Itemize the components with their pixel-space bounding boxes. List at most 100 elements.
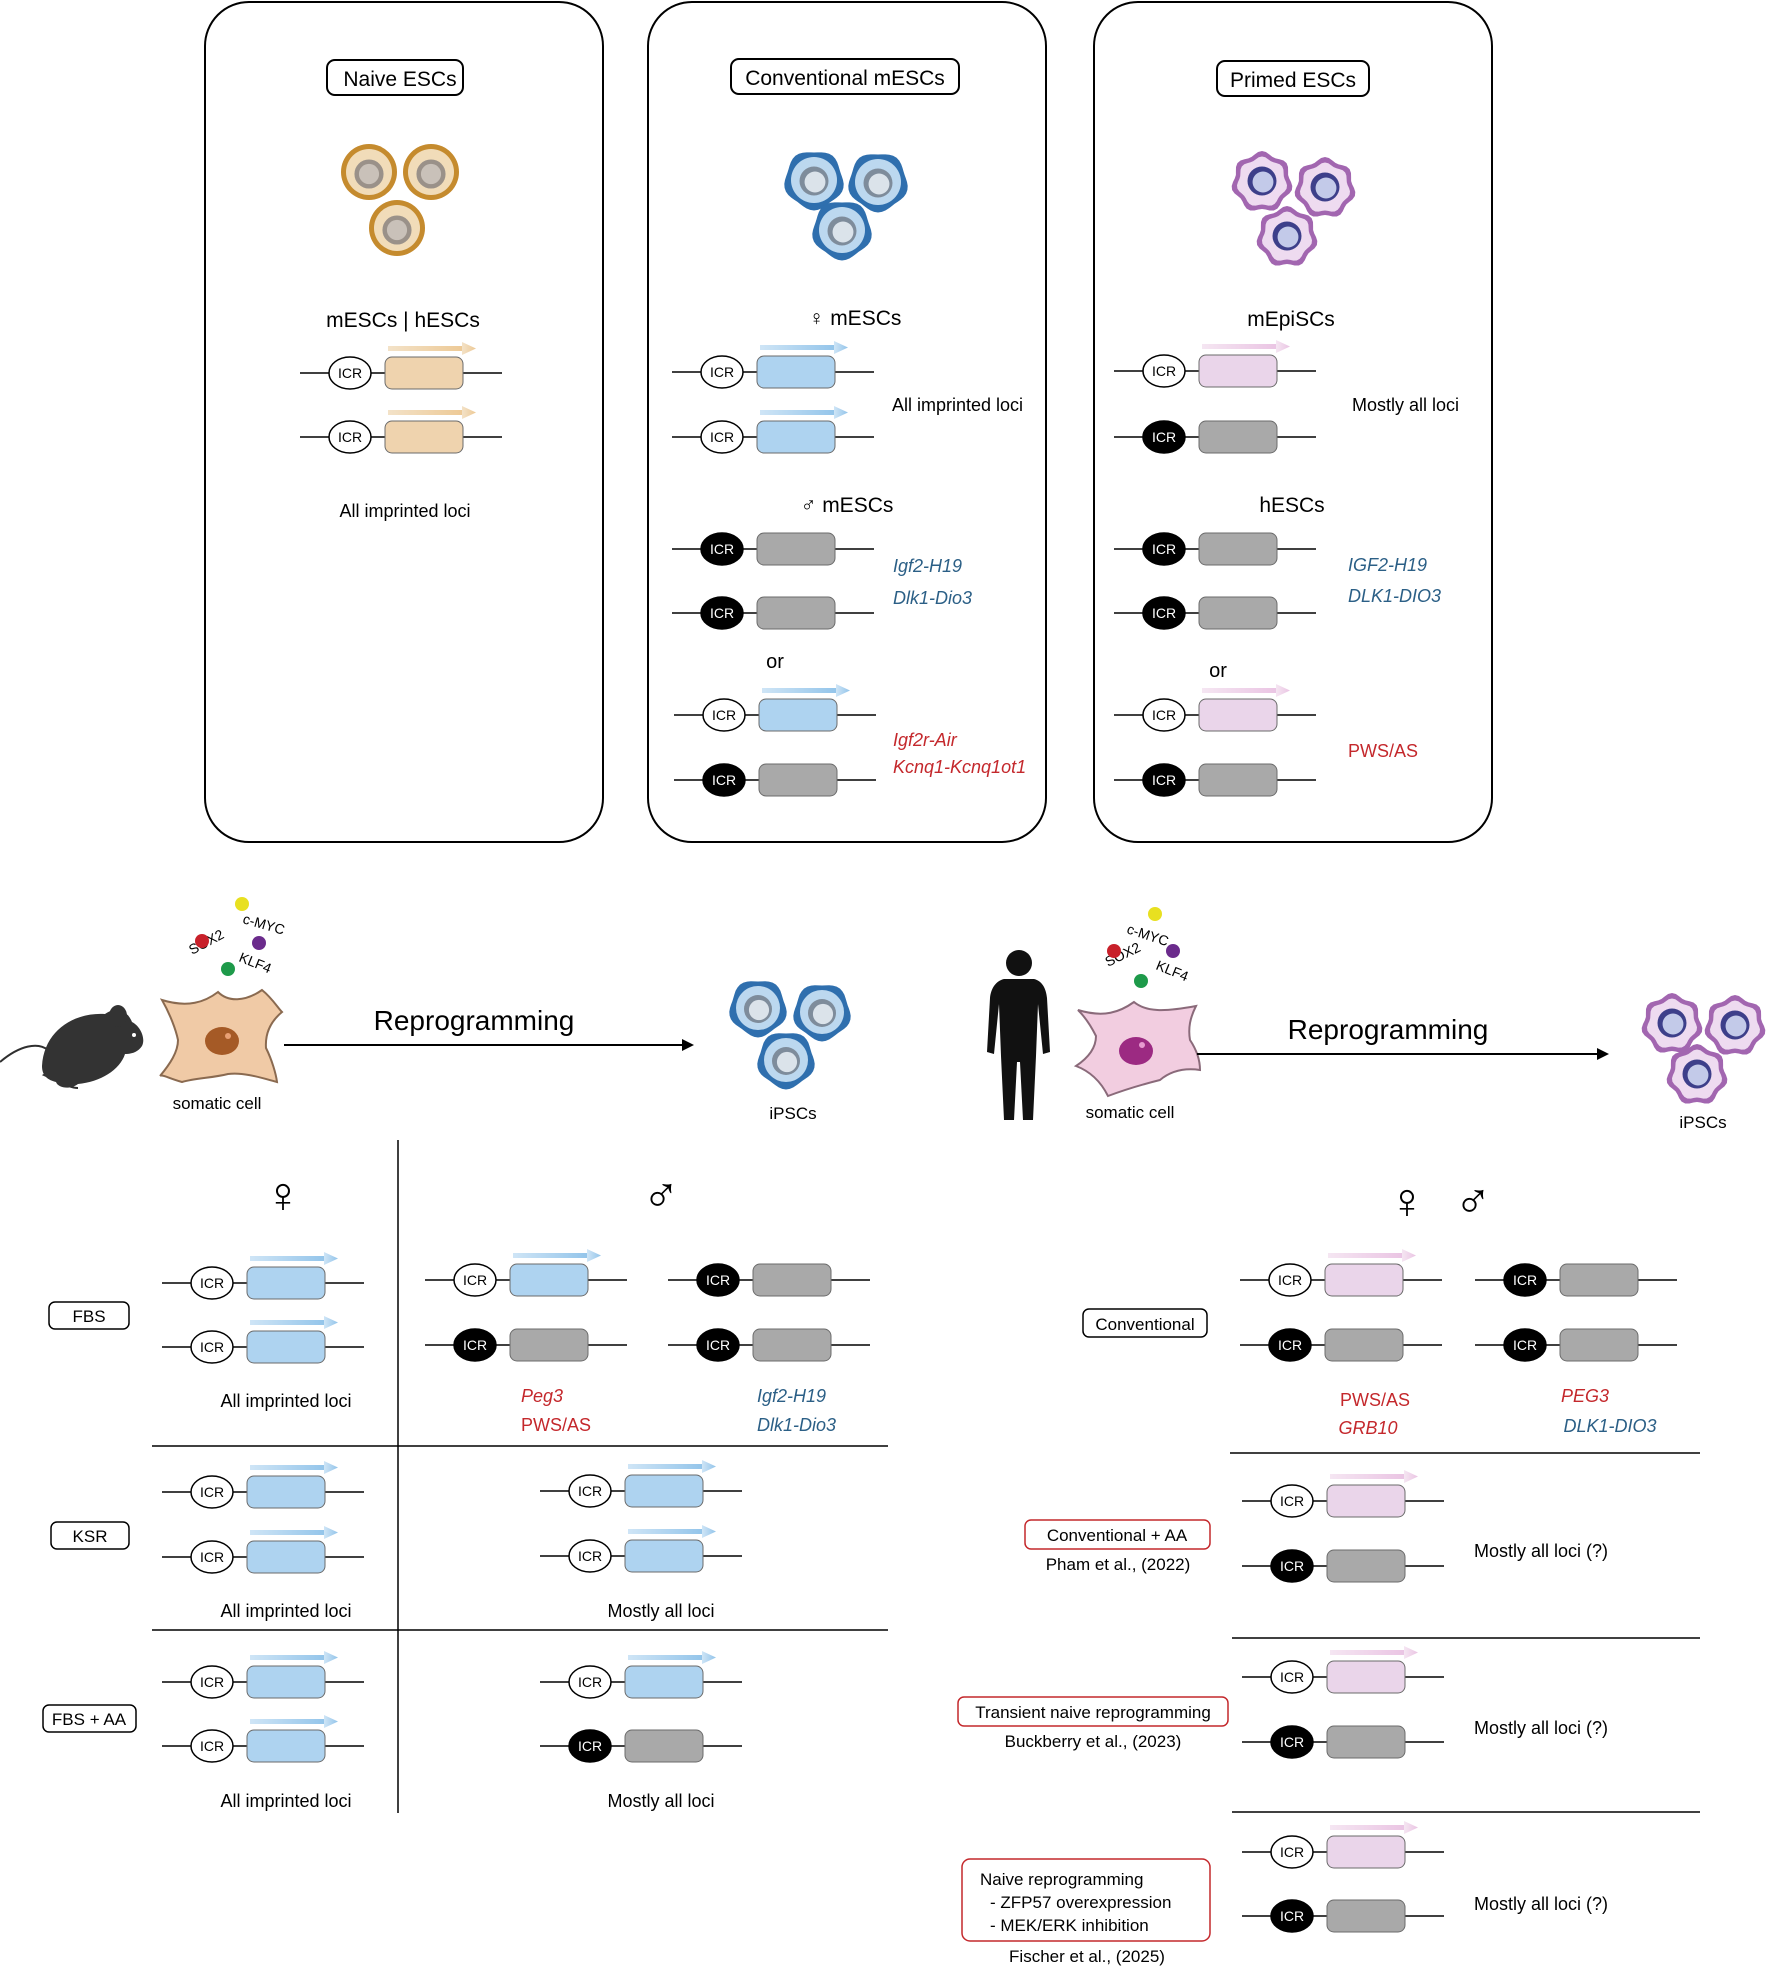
silenced-gene bbox=[756, 596, 836, 630]
expression-arrow bbox=[1202, 340, 1290, 353]
imprinted-locus: ICR bbox=[162, 1651, 364, 1699]
loci-note: Mostly all loci (?) bbox=[1474, 1718, 1608, 1738]
icr-unmethylated: ICR bbox=[568, 1665, 612, 1699]
locus-label: GRB10 bbox=[1338, 1418, 1397, 1438]
icr-label: ICR bbox=[200, 1549, 224, 1565]
expressed-gene bbox=[384, 356, 464, 390]
expressed-gene bbox=[246, 1665, 326, 1699]
loci-note: All imprinted loci bbox=[220, 1601, 351, 1621]
silenced-gene bbox=[752, 1328, 832, 1362]
human-reprogramming: c-MYC SOX2 KLF4 somatic cell Reprogrammi… bbox=[987, 907, 1766, 1132]
icr-unmethylated: ICR bbox=[190, 1475, 234, 1509]
panel-note: Mostly all loci bbox=[1352, 395, 1459, 415]
expressed-gene bbox=[1324, 1263, 1404, 1297]
panel-title-box bbox=[326, 59, 464, 96]
somatic-cell-human bbox=[1073, 1000, 1202, 1098]
icr-label: ICR bbox=[1513, 1272, 1537, 1288]
expressed-gene bbox=[624, 1474, 704, 1508]
imprinted-locus: ICR bbox=[162, 1715, 364, 1763]
panel-conventional: Conventional mESCs ♀ mESCs All imprinted… bbox=[647, 1, 1047, 843]
imprinted-locus: ICR bbox=[1240, 1249, 1442, 1297]
locus-schematics: ICR ICR ICR ICR ICR ICR ICR ICR ICR ICR ICR ICR ICR I… bbox=[162, 340, 1677, 1933]
expressed-gene bbox=[624, 1539, 704, 1573]
expression-arrow bbox=[250, 1316, 338, 1329]
expressed-gene bbox=[384, 420, 464, 454]
reprogramming-label: Reprogramming bbox=[1288, 1014, 1489, 1045]
icr-methylated: ICR bbox=[1142, 420, 1186, 454]
expression-arrow bbox=[1330, 1821, 1418, 1834]
or-label: or bbox=[766, 651, 784, 673]
icr-label: ICR bbox=[578, 1738, 602, 1754]
expression-arrow bbox=[513, 1249, 601, 1262]
mouse-reprogramming: c-MYC SOX2 KLF4 somatic cell Reprogrammi… bbox=[0, 897, 851, 1123]
silenced-gene bbox=[1324, 1328, 1404, 1362]
expression-arrow bbox=[250, 1526, 338, 1539]
icr-label: ICR bbox=[578, 1483, 602, 1499]
imprinted-locus: ICR bbox=[674, 763, 876, 797]
locus-label: Igf2-H19 bbox=[757, 1386, 826, 1406]
icr-unmethylated: ICR bbox=[328, 356, 372, 390]
imprinted-locus: ICR bbox=[162, 1526, 364, 1574]
icr-label: ICR bbox=[463, 1272, 487, 1288]
icr-label: ICR bbox=[1280, 1908, 1304, 1924]
icr-unmethylated: ICR bbox=[190, 1729, 234, 1763]
mouse-table: ♀ ♂ FBS KSR FBS + AA All imprinted loci … bbox=[42, 1140, 888, 1813]
male-symbol: ♂ bbox=[642, 1167, 680, 1223]
or-label: or bbox=[1209, 660, 1227, 682]
factor-dot bbox=[1166, 944, 1180, 958]
locus-label: Dlk1-Dio3 bbox=[893, 588, 972, 608]
female-symbol: ♀ bbox=[264, 1167, 302, 1223]
expression-arrow bbox=[250, 1715, 338, 1728]
imprinted-locus: ICR bbox=[1242, 1899, 1444, 1933]
factor-dot bbox=[235, 897, 249, 911]
condition-box bbox=[1082, 1308, 1208, 1338]
conventional-cell-cluster bbox=[784, 152, 908, 261]
expressed-gene bbox=[756, 420, 836, 454]
imprinted-locus: ICR bbox=[1475, 1328, 1677, 1362]
condition-label: Transient naive reprogramming bbox=[975, 1703, 1211, 1722]
icr-label: ICR bbox=[1152, 541, 1176, 557]
expression-arrow bbox=[628, 1460, 716, 1473]
icr-unmethylated: ICR bbox=[190, 1330, 234, 1364]
cell bbox=[1256, 206, 1318, 266]
panel-title: Primed ESCs bbox=[1230, 69, 1356, 92]
locus-label: Igf2-H19 bbox=[893, 556, 962, 576]
imprinted-locus: ICR bbox=[300, 342, 502, 390]
icr-label: ICR bbox=[710, 605, 734, 621]
icr-label: ICR bbox=[200, 1674, 224, 1690]
female-symbol: ♀ bbox=[1388, 1173, 1426, 1229]
icr-label: ICR bbox=[200, 1339, 224, 1355]
silenced-gene bbox=[624, 1729, 704, 1763]
factor-dot bbox=[195, 934, 209, 948]
expression-arrow bbox=[1330, 1646, 1418, 1659]
panel-subtitle: mESCs | hESCs bbox=[326, 309, 480, 332]
silenced-gene bbox=[1326, 1549, 1406, 1583]
silenced-gene bbox=[752, 1263, 832, 1297]
expressed-gene bbox=[1326, 1835, 1406, 1869]
icr-methylated: ICR bbox=[1503, 1328, 1547, 1362]
imprinted-locus: ICR bbox=[540, 1460, 742, 1508]
panel-note: All imprinted loci bbox=[892, 395, 1023, 415]
loci-note: Mostly all loci (?) bbox=[1474, 1541, 1608, 1561]
expression-arrow bbox=[250, 1461, 338, 1474]
panel-title: Conventional mESCs bbox=[745, 67, 945, 90]
somatic-cell-mouse bbox=[159, 988, 284, 1084]
human-icon bbox=[987, 950, 1050, 1120]
icr-unmethylated: ICR bbox=[1142, 698, 1186, 732]
imprinted-locus: ICR bbox=[1114, 763, 1316, 797]
condition-label: - ZFP57 overexpression bbox=[990, 1893, 1171, 1912]
expression-arrow bbox=[628, 1525, 716, 1538]
condition-box bbox=[50, 1521, 130, 1550]
cell bbox=[1666, 1044, 1728, 1104]
imprinted-locus: ICR bbox=[425, 1249, 627, 1297]
loci-note: All imprinted loci bbox=[220, 1391, 351, 1411]
icr-unmethylated: ICR bbox=[568, 1474, 612, 1508]
locus-label: Dlk1-Dio3 bbox=[757, 1415, 836, 1435]
mouse-icon bbox=[0, 1005, 144, 1089]
locus-label: PWS/AS bbox=[1340, 1390, 1410, 1410]
locus-label: Peg3 bbox=[521, 1386, 563, 1406]
silenced-gene bbox=[1198, 420, 1278, 454]
imprinted-locus: ICR bbox=[1114, 596, 1316, 630]
icr-label: ICR bbox=[578, 1548, 602, 1564]
locus-label: Igf2r-Air bbox=[893, 730, 958, 750]
